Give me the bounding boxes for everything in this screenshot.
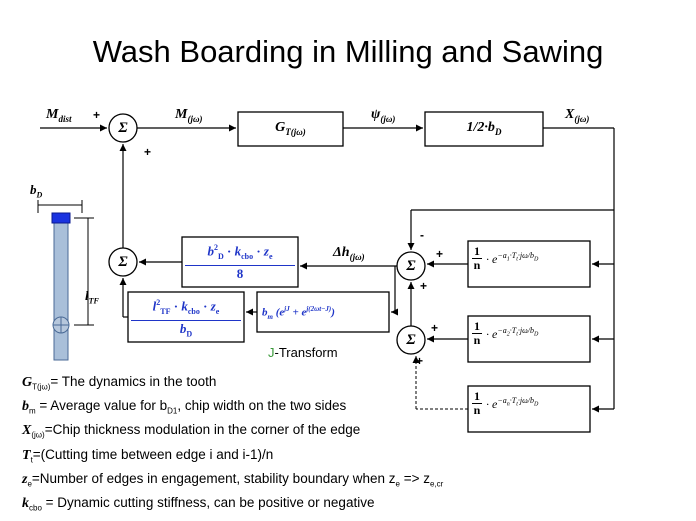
gt-block-label: GT(jω) — [275, 120, 306, 137]
sum-symbol-right: Σ — [406, 258, 416, 274]
bm-transform-formula: bm (ejJ + ej(2ωt−J)) — [262, 305, 335, 321]
sign-plus-right-exp: + — [436, 247, 444, 261]
half-bd-block-label: 1/2·bD — [466, 120, 502, 137]
legend-item: GT(jω)= The dynamics in the tooth — [22, 374, 217, 392]
half-bd-block — [424, 111, 544, 147]
m-jw-label: M(jω) — [175, 107, 203, 124]
lower-formula-block — [127, 291, 245, 343]
page-title: Wash Boarding in Milling and Sawing — [92, 34, 604, 69]
exp-block-2 — [467, 315, 591, 363]
j-transform-caption: J-Transform — [268, 345, 338, 360]
tool-ltf-label: lTF — [85, 288, 99, 306]
legend-item: X(jω)=Chip thickness modulation in the c… — [22, 422, 361, 441]
dh-label: Δh(jω) — [333, 245, 365, 262]
exp-block-n — [467, 385, 591, 433]
tool-drawing — [37, 200, 94, 361]
sign-minus-right: - — [420, 228, 424, 242]
sum-symbol-top: Σ — [118, 120, 128, 136]
bm-transform-block — [256, 291, 390, 333]
legend-item: Tt=(Cutting time between edge i and i-1)… — [22, 446, 274, 465]
sum-symbol-left: Σ — [118, 254, 128, 270]
legend-item: bm = Average value for bD1, chip width o… — [22, 398, 347, 416]
lower-formula: l2TF · kcbo · ze bD — [131, 295, 241, 342]
gt-block — [237, 111, 344, 147]
sum-symbol-lower: Σ — [406, 332, 416, 348]
x-jw-label: X(jω) — [565, 107, 590, 124]
legend: GT(jω)= The dynamics in the tooth bm = A… — [22, 373, 443, 518]
sign-plus-top-feedback: + — [144, 145, 152, 159]
tool-bd-label: bD — [30, 182, 43, 200]
sign-plus-right-bottom: + — [420, 279, 428, 293]
sign-plus-mdist: + — [93, 108, 101, 122]
upper-formula-block — [181, 236, 299, 288]
upper-formula: b2D · kcbo · ze 8 — [185, 240, 295, 281]
legend-item: ze=Number of edges in engagement, stabil… — [22, 470, 444, 489]
psi-label: ψ(jω) — [371, 107, 396, 124]
sign-plus-lower-exp: + — [431, 321, 439, 335]
m-dist-label: Mdist — [46, 107, 72, 124]
exp-block-1 — [467, 240, 591, 288]
sign-plus-lower-dashed: + — [416, 354, 424, 368]
legend-item: kcbo = Dynamic cutting stiffness, can be… — [22, 494, 375, 513]
